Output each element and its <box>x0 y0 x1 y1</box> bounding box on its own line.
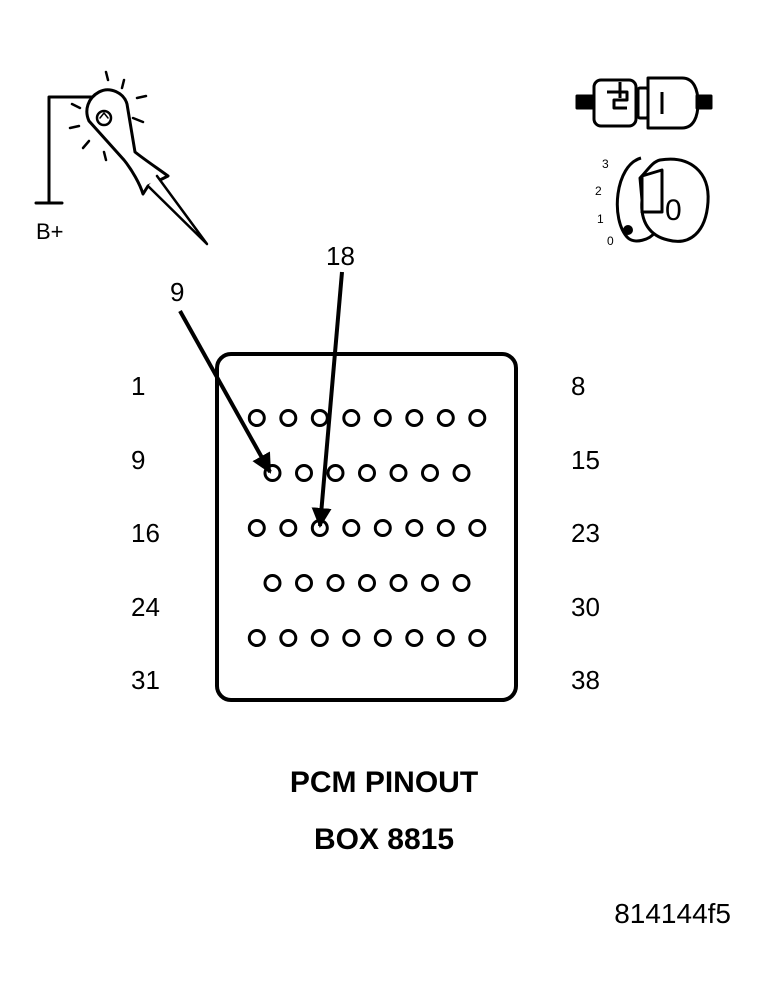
pin-hole <box>342 519 361 537</box>
ignition-position-0: 0 <box>607 234 614 248</box>
pin-hole <box>405 519 424 537</box>
pin-hole <box>247 409 266 427</box>
connector-pins <box>247 409 487 647</box>
pin-hole <box>436 409 455 427</box>
ignition-position-1: 1 <box>597 212 604 226</box>
pin-hole <box>326 574 345 592</box>
pin-hole <box>342 409 361 427</box>
callout-pin-9: 9 <box>170 277 272 474</box>
row-start-label: 31 <box>131 665 160 695</box>
key-position-label: 0 <box>665 194 682 227</box>
pin-hole <box>310 409 329 427</box>
test-lamp-probe <box>34 70 209 246</box>
row-end-label: 15 <box>571 445 600 475</box>
pin-hole <box>279 519 298 537</box>
probe-lead <box>47 95 94 205</box>
pin-hole <box>279 629 298 647</box>
diagram-subtitle: BOX 8815 <box>313 823 455 856</box>
pin-hole <box>342 629 361 647</box>
pin-hole <box>436 629 455 647</box>
pin-hole <box>405 629 424 647</box>
row-end-label: 23 <box>571 518 600 548</box>
pin-hole <box>421 574 439 592</box>
pin-hole <box>295 464 313 482</box>
connector-outline <box>215 352 518 702</box>
callout-pin-18: 18 <box>311 241 355 528</box>
callout-arrow <box>311 271 344 528</box>
pin-hole <box>468 629 487 647</box>
key-position-marker <box>623 225 633 235</box>
pin-hole <box>468 409 487 427</box>
pin-hole <box>405 409 424 427</box>
probe-tip <box>146 174 209 246</box>
connector-right-labels: 8 15 23 30 38 <box>571 371 600 695</box>
row-start-label: 1 <box>131 371 145 401</box>
callout-arrow <box>178 310 272 474</box>
pin-hole <box>358 574 376 592</box>
figure-reference: 814144f5 <box>614 898 731 929</box>
row-start-label: 24 <box>131 592 160 622</box>
row-start-label: 9 <box>131 445 145 475</box>
row-start-label: 16 <box>131 518 160 548</box>
pin-hole <box>295 574 313 592</box>
pin-hole <box>452 464 471 482</box>
ignition-key-icon <box>615 156 710 243</box>
ignition-position-2: 2 <box>595 184 602 198</box>
pin-hole <box>436 519 455 537</box>
connector-left-labels: 1 9 16 24 31 <box>131 371 160 695</box>
diagram-title: PCM PINOUT <box>289 766 479 799</box>
pin-hole <box>247 629 266 647</box>
pin-hole <box>373 409 392 427</box>
row-end-label: 8 <box>571 371 585 401</box>
supply-label: B+ <box>36 219 64 244</box>
pin-hole <box>468 519 487 537</box>
light-rays-icon <box>68 70 148 162</box>
pin-hole <box>358 464 376 482</box>
row-end-label: 38 <box>571 665 600 695</box>
callout-label: 18 <box>326 241 355 271</box>
pin-hole <box>389 574 408 592</box>
pin-hole <box>373 629 392 647</box>
callout-label: 9 <box>170 277 184 307</box>
pin-hole <box>326 464 345 482</box>
bulb-icon <box>95 109 113 127</box>
pin-hole <box>421 464 439 482</box>
pin-hole <box>247 519 266 537</box>
pin-hole <box>452 574 471 592</box>
disconnected-connector-icon <box>575 76 713 130</box>
pin-hole <box>279 409 298 427</box>
pin-hole <box>310 629 329 647</box>
row-end-label: 30 <box>571 592 600 622</box>
ignition-position-3: 3 <box>602 157 609 171</box>
pin-hole <box>263 574 282 592</box>
pin-hole <box>373 519 392 537</box>
pin-hole <box>389 464 408 482</box>
pcm-connector-face <box>215 352 518 702</box>
